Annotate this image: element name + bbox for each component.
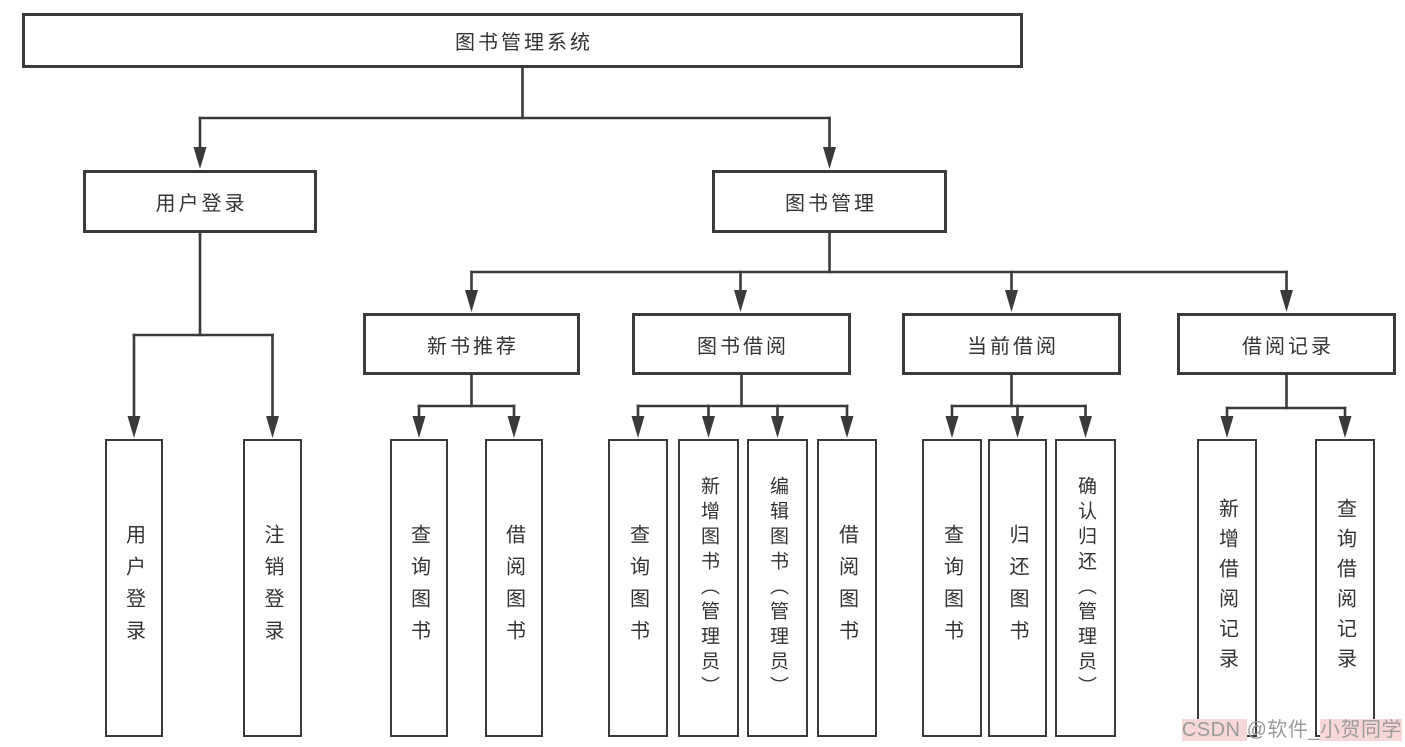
leaf-borrow-books-recommend: 借阅图书 bbox=[485, 439, 543, 737]
watermark-handle: @软件_ bbox=[1246, 719, 1320, 741]
leaf-label: 借阅图书 bbox=[835, 524, 858, 652]
leaf-label: 编辑图书（管理员） bbox=[767, 475, 788, 701]
arrowhead-icon bbox=[631, 416, 645, 438]
leaf-label: 用户登录 bbox=[122, 524, 145, 652]
node-borrow-records: 借阅记录 bbox=[1177, 313, 1396, 375]
arrowhead-icon bbox=[1220, 416, 1234, 438]
connector-current-borrow-to-children bbox=[945, 373, 1092, 438]
watermark-username: 小贺同学 bbox=[1320, 719, 1402, 741]
arrowhead-icon bbox=[840, 416, 854, 438]
arrowhead-icon bbox=[823, 147, 836, 169]
connector-book-borrow-to-children bbox=[631, 373, 854, 438]
leaf-label: 查询图书 bbox=[940, 524, 963, 652]
leaf-label: 确认归还（管理员） bbox=[1075, 475, 1096, 701]
leaf-label: 新增图书（管理员） bbox=[698, 475, 719, 701]
leaf-query-books-borrow: 查询图书 bbox=[608, 439, 668, 737]
arrowhead-icon bbox=[193, 147, 207, 169]
leaf-label: 归还图书 bbox=[1006, 524, 1028, 652]
node-current-borrow: 当前借阅 bbox=[902, 313, 1121, 375]
watermark: CSDN @软件_小贺同学 bbox=[1181, 713, 1402, 742]
arrowhead-icon bbox=[507, 416, 521, 438]
arrowhead-icon bbox=[945, 416, 959, 438]
arrowhead-icon bbox=[1079, 416, 1092, 438]
leaf-label: 注销登录 bbox=[261, 524, 283, 652]
leaf-return-books: 归还图书 bbox=[988, 439, 1047, 737]
arrowhead-icon bbox=[734, 290, 747, 312]
leaf-borrow-books: 借阅图书 bbox=[817, 439, 877, 737]
arrowhead-icon bbox=[127, 416, 141, 438]
connector-user-login-to-children bbox=[127, 231, 279, 438]
arrowhead-icon bbox=[412, 416, 426, 438]
leaf-add-books-admin: 新增图书（管理员） bbox=[678, 439, 739, 737]
node-new-book-recommend: 新书推荐 bbox=[363, 313, 580, 375]
leaf-edit-books-admin: 编辑图书（管理员） bbox=[747, 439, 808, 737]
arrowhead-icon bbox=[266, 416, 279, 438]
node-user-login: 用户登录 bbox=[83, 170, 317, 233]
leaf-logout: 注销登录 bbox=[243, 439, 302, 737]
node-book-borrow: 图书借阅 bbox=[632, 313, 851, 375]
leaf-label: 借阅图书 bbox=[502, 524, 525, 652]
leaf-query-borrow-record: 查询借阅记录 bbox=[1315, 439, 1375, 737]
arrowhead-icon bbox=[465, 290, 478, 312]
arrowhead-icon bbox=[702, 416, 715, 438]
connector-borrow-records-to-children bbox=[1220, 373, 1352, 438]
arrowhead-icon bbox=[771, 416, 784, 438]
leaf-label: 查询图书 bbox=[626, 524, 649, 652]
arrowhead-icon bbox=[1280, 290, 1293, 312]
node-library-management-system: 图书管理系统 bbox=[22, 13, 1023, 68]
arrowhead-icon bbox=[1011, 416, 1024, 438]
arrowhead-icon bbox=[1338, 416, 1352, 438]
leaf-label: 查询借阅记录 bbox=[1333, 498, 1356, 678]
leaf-query-books-recommend: 查询图书 bbox=[390, 439, 448, 737]
leaf-query-books-current: 查询图书 bbox=[922, 439, 982, 737]
connector-new-book-recommend-to-children bbox=[412, 373, 521, 438]
connector-book-management-to-level2 bbox=[465, 231, 1293, 312]
leaf-user-login: 用户登录 bbox=[105, 439, 163, 737]
leaf-add-borrow-record: 新增借阅记录 bbox=[1197, 439, 1257, 737]
leaf-label: 查询图书 bbox=[407, 524, 430, 652]
watermark-brand: CSDN bbox=[1181, 719, 1247, 741]
node-book-management: 图书管理 bbox=[712, 170, 947, 233]
connector-root-to-level1 bbox=[193, 66, 836, 169]
leaf-label: 新增借阅记录 bbox=[1215, 498, 1238, 678]
arrowhead-icon bbox=[1005, 290, 1018, 312]
leaf-confirm-return-admin: 确认归还（管理员） bbox=[1055, 439, 1116, 737]
